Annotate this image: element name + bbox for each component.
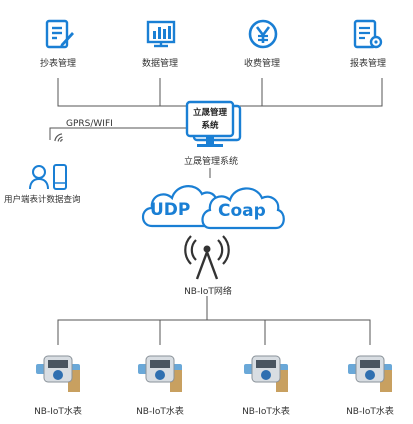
water-meter-image: [348, 355, 392, 392]
user-icon: [29, 165, 49, 190]
water-meter-image: [244, 355, 288, 392]
module-label-billing: 收费管理: [243, 59, 280, 69]
system-screen-text-line2: 系统: [201, 121, 219, 131]
water-meter-image: [36, 355, 80, 392]
phone-icon: [53, 164, 67, 190]
protocol-coap: Coap: [218, 201, 266, 221]
gprs-line: [49, 127, 190, 140]
cloud-protocols-graphic: [141, 185, 285, 230]
water-meter-image: [138, 355, 182, 392]
bar-chart-board-icon: [146, 20, 176, 48]
user-label: 用户端表计数据查询: [4, 195, 81, 205]
meter-label-1: NB-IoT水表: [34, 407, 82, 417]
meter-label-3: NB-IoT水表: [242, 407, 290, 417]
system-screen-text-line1: 立晟管理: [192, 108, 227, 118]
wifi-signal-icon: [54, 133, 63, 142]
meter-bus-line: [57, 319, 371, 345]
antenna-tower-icon: [184, 235, 230, 280]
module-label-reports: 报表管理: [349, 59, 386, 69]
yen-coin-icon: [248, 19, 278, 49]
meter-label-4: NB-IoT水表: [346, 407, 394, 417]
document-pen-icon: [45, 19, 74, 49]
computer-monitor-icon: [185, 100, 242, 147]
module-label-data: 数据管理: [141, 59, 178, 69]
report-gear-icon: [353, 19, 383, 49]
system-caption: 立晟管理系统: [183, 157, 238, 167]
protocol-udp: UDP: [150, 200, 191, 220]
network-label: NB-IoT网络: [184, 287, 232, 297]
meter-label-2: NB-IoT水表: [136, 407, 184, 417]
connection-label: GPRS/WIFI: [66, 119, 113, 129]
module-label-meter-reading: 抄表管理: [39, 59, 76, 69]
